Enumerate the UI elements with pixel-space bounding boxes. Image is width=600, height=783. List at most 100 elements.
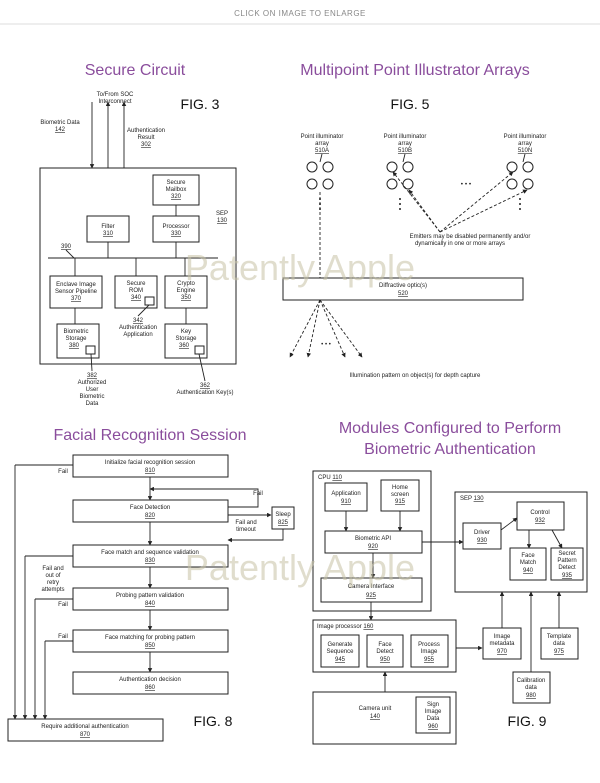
spd-num: 935 — [562, 573, 573, 579]
init-session-box[interactable] — [72, 454, 229, 478]
fmp-num: 850 — [145, 643, 156, 649]
illuminator-array-a — [306, 161, 334, 190]
enlarge-banner[interactable]: CLICK ON IMAGE TO ENLARGE — [234, 9, 366, 18]
camera-interface-box[interactable] — [320, 577, 423, 603]
auth-decision-box[interactable] — [72, 671, 229, 695]
process-image-box[interactable] — [410, 634, 449, 668]
camif-text: Camera Interface — [348, 584, 395, 590]
proc-text-1: Process — [418, 642, 440, 648]
home-screen-box[interactable] — [380, 479, 420, 512]
sep-label-9: SEP 130 — [460, 496, 484, 502]
biometric-data-label: Biometric Data — [40, 120, 80, 126]
template-data-box[interactable] — [540, 627, 579, 660]
bstor-text-2: Storage — [65, 336, 87, 342]
calibration-data-box[interactable] — [512, 671, 551, 704]
meta-num: 970 — [497, 649, 508, 655]
auth-app-num: 342 — [133, 318, 144, 324]
home-num: 915 — [395, 499, 406, 505]
filter-num: 310 — [103, 231, 114, 237]
array-n-text-2: array — [518, 141, 532, 147]
fail-timeout-2: timeout — [236, 527, 256, 533]
fail-timeout-1: Fail and — [235, 520, 256, 526]
bstor-text-1: Biometric — [63, 329, 88, 335]
auth-result-label-2: Result — [137, 135, 154, 141]
kstor-text-1: Key — [181, 329, 191, 335]
illuminator-array-b — [386, 161, 414, 190]
tmpl-num: 975 — [554, 649, 565, 655]
illuminator-heading: Multipoint Point Illustrator Arrays — [300, 62, 529, 79]
sign-text-3: Data — [427, 716, 440, 722]
req-num: 870 — [80, 732, 91, 738]
init-num: 810 — [145, 468, 156, 474]
processor-text: Processor — [162, 224, 189, 230]
enclave-text-1: Enclave Image — [56, 282, 96, 288]
secret-pattern-box[interactable] — [550, 547, 584, 581]
application-box[interactable] — [324, 482, 368, 512]
control-num: 932 — [535, 518, 546, 524]
meta-text-1: Image — [494, 634, 511, 640]
sign-text-1: Sign — [427, 702, 439, 708]
face-detection-box[interactable] — [72, 499, 229, 523]
fm-fail-3: retry — [47, 580, 59, 586]
modules-heading-1: Modules Configured to Perform — [339, 420, 561, 437]
secure-circuit-panel: Secure Circuit FIG. 3 To/From SOC Interc… — [39, 62, 237, 407]
modules-panel: Modules Configured to Perform Biometric … — [312, 420, 588, 745]
fd-num: 820 — [145, 513, 156, 519]
calib-text-1: Calibration — [517, 678, 546, 684]
enclave-pipeline-box[interactable] — [49, 275, 103, 309]
array-b-text-2: array — [398, 141, 412, 147]
pp-text: Probing pattern validation — [116, 593, 184, 599]
home-text-1: Home — [392, 485, 409, 491]
secure-circuit-heading: Secure Circuit — [85, 62, 186, 79]
illuminator-arrays-panel: Multipoint Point Illustrator Arrays FIG.… — [282, 62, 546, 379]
soc-label-2: Interconnect — [98, 99, 131, 105]
calib-num: 980 — [526, 693, 537, 699]
secure-mailbox-box[interactable] — [152, 174, 200, 206]
sep-label: SEP — [216, 211, 228, 217]
ip-label: Image processor 160 — [317, 624, 374, 630]
illumination-caption: Illumination pattern on object(s) for de… — [350, 373, 481, 379]
array-a-num: 510A — [315, 148, 329, 154]
fdet-text-1: Face — [378, 642, 392, 648]
watermark-bottom: Patently Apple — [185, 547, 415, 588]
array-a-text-1: Point illuminator — [301, 134, 344, 140]
control-box[interactable] — [516, 501, 565, 531]
spd-text-2: Pattern — [557, 558, 576, 564]
spd-text-3: Detect — [558, 565, 576, 571]
sep-num: 130 — [217, 218, 228, 224]
require-auth-box[interactable] — [7, 718, 164, 742]
bstor-num: 380 — [69, 343, 80, 349]
image-metadata-box[interactable] — [482, 627, 522, 660]
app-text: Application — [331, 491, 360, 497]
sign-image-data-box[interactable] — [415, 696, 451, 734]
ad-text: Authentication decision — [119, 677, 181, 683]
home-text-2: screen — [391, 492, 409, 498]
face-detect-box[interactable] — [366, 634, 404, 668]
array-vertical-dots — [319, 198, 521, 210]
meta-text-2: metadata — [489, 641, 515, 647]
fd-text: Face Detection — [130, 505, 170, 511]
camu-text: Camera unit — [359, 706, 392, 712]
fig-9-label: FIG. 9 — [508, 713, 547, 729]
gen-text-1: Generate — [327, 642, 353, 648]
camif-num: 925 — [366, 593, 377, 599]
facial-recognition-heading: Facial Recognition Session — [54, 427, 247, 444]
enclave-num: 370 — [71, 296, 82, 302]
tmpl-text-1: Template — [547, 634, 572, 640]
crypto-engine-box[interactable] — [164, 275, 208, 309]
fdet-num: 950 — [380, 657, 391, 663]
driver-box[interactable] — [462, 522, 502, 550]
mailbox-num: 320 — [171, 194, 182, 200]
gen-text-2: Sequence — [326, 649, 354, 655]
processor-num: 330 — [171, 231, 182, 237]
diffractive-optic-box[interactable] — [282, 277, 524, 301]
face-match-box-9[interactable] — [509, 547, 547, 581]
init-text: Initialize facial recognition session — [105, 460, 195, 466]
pp-num: 840 — [145, 601, 156, 607]
camu-num: 140 — [370, 714, 381, 720]
bapi-text: Biometric API — [355, 536, 391, 542]
req-text: Require additional authentication — [41, 724, 128, 730]
generate-sequence-box[interactable] — [320, 634, 360, 668]
spd-text-1: Secret — [558, 551, 576, 557]
